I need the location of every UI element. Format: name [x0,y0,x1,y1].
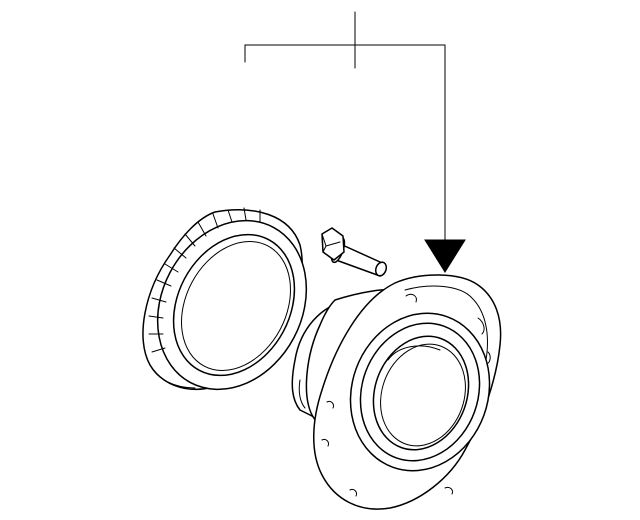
callout-arrowhead-icon [424,239,466,273]
hub-bolt [321,227,388,277]
hub-and-bearing-assembly [291,274,502,510]
abs-tone-ring [142,207,308,391]
tone-ring-teeth [148,207,261,353]
callout-leader [244,11,466,273]
